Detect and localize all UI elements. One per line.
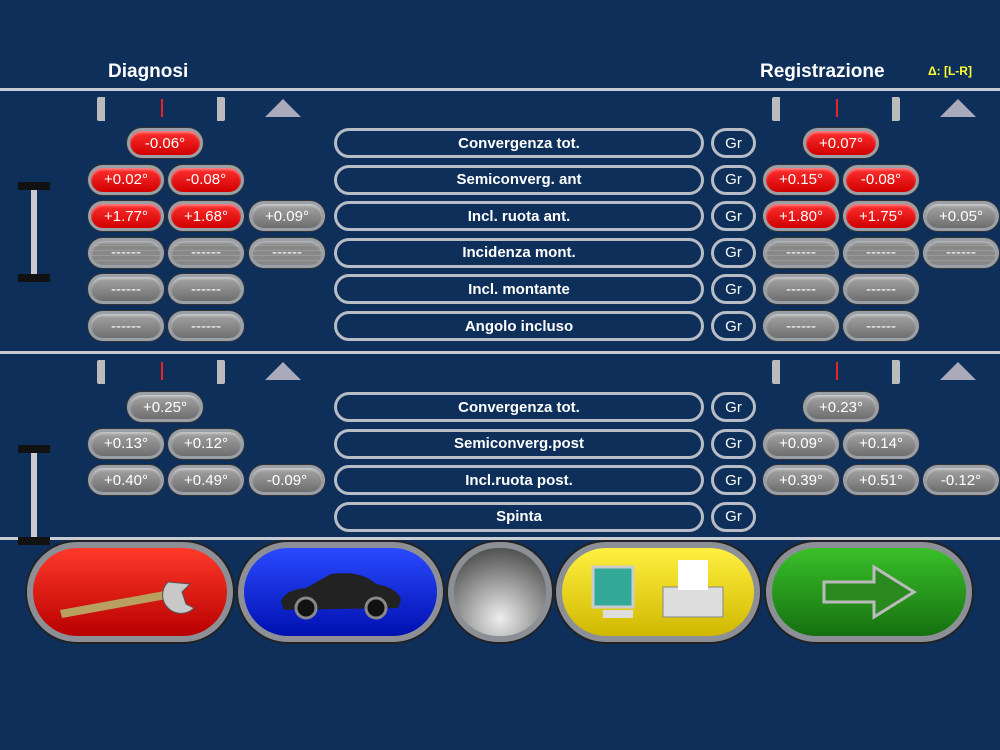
unit-toggle-button[interactable]: Gr [711, 501, 756, 532]
wheel-right-icon [197, 97, 225, 121]
triangle-icon [265, 99, 301, 117]
left-value-pill: +0.40° [88, 465, 164, 496]
car-icon [280, 573, 401, 620]
left-value-pill: ------ [168, 237, 244, 268]
wheel-right-icon [197, 360, 225, 384]
diagnosis-title: Diagnosi [108, 61, 189, 82]
right-value-pill: +0.23° [803, 392, 879, 422]
right-value-pill: ------ [763, 311, 839, 341]
axle-diagram-icon [18, 182, 50, 282]
left-value-pill: -0.09° [249, 465, 325, 496]
right-value-pill: +0.51° [843, 465, 919, 496]
left-value-pill: ------ [88, 237, 164, 268]
wheel-left-icon [772, 360, 800, 384]
wheel-left-icon [97, 97, 125, 121]
wheel-right-icon [872, 97, 900, 121]
right-value-pill: +0.05° [923, 201, 999, 232]
divider-middle [0, 351, 1000, 354]
adjust-button[interactable] [27, 542, 233, 642]
wheel-right-icon [872, 360, 900, 384]
left-value-pill: +0.12° [168, 428, 244, 459]
measure-label: Angolo incluso [334, 311, 704, 341]
right-value-pill: +0.14° [843, 428, 919, 459]
divider-top [0, 88, 1000, 91]
measure-label: Convergenza tot. [334, 392, 704, 422]
center-mark-icon [161, 362, 163, 380]
right-value-pill: ------ [843, 237, 919, 268]
unit-toggle-button[interactable]: Gr [711, 428, 756, 459]
measure-label: Spinta [334, 501, 704, 532]
vehicle-button[interactable] [238, 542, 443, 642]
wrench-icon [60, 581, 195, 618]
left-value-pill: -0.06° [127, 128, 203, 158]
left-value-pill: ------ [168, 311, 244, 341]
left-value-pill: +0.25° [127, 392, 203, 422]
unit-toggle-button[interactable]: Gr [711, 237, 756, 268]
center-mark-icon [836, 362, 838, 380]
measure-label: Incl. ruota ant. [334, 201, 704, 232]
right-value-pill: +0.39° [763, 465, 839, 496]
left-value-pill: -0.08° [168, 164, 244, 195]
right-value-pill: +0.15° [763, 164, 839, 195]
unit-toggle-button[interactable]: Gr [711, 465, 756, 496]
divider-bottom [0, 537, 1000, 540]
measure-label: Semiconverg.post [334, 428, 704, 459]
measure-label: Incidenza mont. [334, 237, 704, 268]
right-value-pill: ------ [763, 237, 839, 268]
left-value-pill: +0.02° [88, 164, 164, 195]
adjustment-title: Registrazione [760, 61, 885, 82]
left-value-pill: ------ [249, 237, 325, 268]
right-value-pill: ------ [843, 274, 919, 305]
triangle-icon [940, 362, 976, 380]
right-value-pill: -0.08° [843, 164, 919, 195]
left-value-pill: ------ [88, 311, 164, 341]
neutral-button[interactable] [448, 542, 552, 642]
right-value-pill: +0.07° [803, 128, 879, 158]
unit-toggle-button[interactable]: Gr [711, 128, 756, 158]
left-value-pill: +0.09° [249, 201, 325, 232]
left-value-pill: +1.68° [168, 201, 244, 232]
unit-toggle-button[interactable]: Gr [711, 201, 756, 232]
left-value-pill: ------ [88, 274, 164, 305]
left-value-pill: ------ [168, 274, 244, 305]
arrow-right-icon [822, 564, 917, 620]
right-value-pill: +0.09° [763, 428, 839, 459]
next-button[interactable] [766, 542, 972, 642]
unit-toggle-button[interactable]: Gr [711, 311, 756, 341]
computer-printer-icon [591, 560, 724, 618]
right-value-pill: ------ [843, 311, 919, 341]
wheel-left-icon [97, 360, 125, 384]
delta-mode-label[interactable]: Δ: [L-R] [928, 64, 972, 78]
center-mark-icon [836, 99, 838, 117]
measure-label: Convergenza tot. [334, 128, 704, 158]
unit-toggle-button[interactable]: Gr [711, 392, 756, 422]
right-value-pill: +1.80° [763, 201, 839, 232]
right-value-pill: ------ [923, 237, 999, 268]
right-value-pill: ------ [763, 274, 839, 305]
left-value-pill: +0.13° [88, 428, 164, 459]
right-value-pill: +1.75° [843, 201, 919, 232]
measure-label: Incl.ruota post. [334, 465, 704, 496]
left-value-pill: +0.49° [168, 465, 244, 496]
right-value-pill: -0.12° [923, 465, 999, 496]
measure-label: Semiconverg. ant [334, 164, 704, 195]
measure-label: Incl. montante [334, 274, 704, 305]
triangle-icon [265, 362, 301, 380]
left-value-pill: +1.77° [88, 201, 164, 232]
triangle-icon [940, 99, 976, 117]
center-mark-icon [161, 99, 163, 117]
unit-toggle-button[interactable]: Gr [711, 164, 756, 195]
print-button[interactable] [556, 542, 760, 642]
unit-toggle-button[interactable]: Gr [711, 274, 756, 305]
axle-diagram-icon [18, 445, 50, 545]
wheel-left-icon [772, 97, 800, 121]
